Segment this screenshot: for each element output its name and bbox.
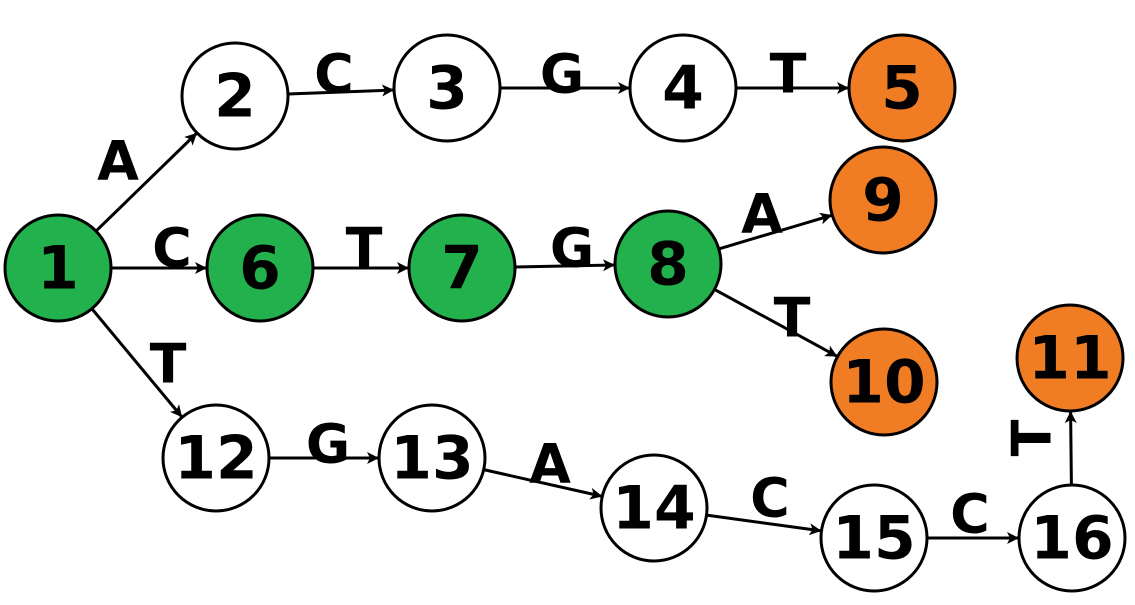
node-10: 10 [829,327,939,437]
node-circle [3,213,113,323]
edge-label: G [306,413,350,476]
node-label: 11 [1028,324,1112,394]
edge-label: G [550,217,594,280]
node-label: 4 [662,54,704,124]
edge-arrow [483,468,603,500]
node-2: 2 [180,41,290,151]
edge-arrow [90,307,183,418]
edge-arrow [514,259,616,272]
node-label: 10 [842,348,926,418]
edge-6-7: T [313,217,409,280]
node-label: 15 [832,504,916,574]
edge-label: A [741,183,783,246]
node-label: 3 [426,54,468,124]
node-12: 12 [161,403,271,513]
edge-arrow [287,84,395,97]
node-circle [161,403,271,513]
edge-label: T [1001,419,1064,456]
node-15: 15 [819,483,929,593]
edge-13-14: A [483,433,603,500]
edge-4-5: T [736,43,849,106]
node-circle [1015,303,1125,413]
edge-12-13: G [269,413,379,476]
edge-label: C [152,217,192,280]
node-circle [407,213,517,323]
node-circle [377,403,487,513]
edge-arrow [718,212,833,251]
node-4: 4 [628,33,738,143]
edge-1-12: T [90,307,187,418]
edge-label: A [529,433,571,496]
edge-8-10: T [713,287,838,358]
node-14: 14 [599,453,709,563]
edge-label: T [774,287,811,350]
node-label: 2 [214,62,256,132]
edge-label: C [750,467,790,530]
edge-label: G [540,43,584,106]
node-5: 5 [847,33,957,143]
node-circle [392,33,502,143]
edge-14-15: C [706,467,822,536]
node-circle [829,327,939,437]
node-label: 6 [239,234,281,304]
node-11: 11 [1015,303,1125,413]
node-3: 3 [392,33,502,143]
edge-1-6: C [111,217,207,280]
node-16: 16 [1017,483,1127,593]
node-label: 14 [612,474,696,544]
node-circle [180,41,290,151]
node-circle [599,453,709,563]
node-9: 9 [828,145,938,255]
edge-label: T [346,217,383,280]
node-label: 1 [37,234,79,304]
node-circle [819,483,929,593]
edge-arrow [1064,410,1077,486]
edge-1-2: A [94,130,198,233]
edge-label: T [150,333,187,396]
edge-arrow [713,288,838,358]
node-8: 8 [613,209,723,319]
edge-3-4: G [500,43,630,106]
node-circle [828,145,938,255]
node-label: 13 [390,424,474,494]
edge-label: C [314,43,354,106]
node-13: 13 [377,403,487,513]
node-circle [205,213,315,323]
node-label: 8 [647,230,689,300]
node-circle [613,209,723,319]
node-circle [847,33,957,143]
node-circle [1017,483,1127,593]
edge-arrow [94,132,198,233]
node-label: 16 [1030,504,1114,574]
edge-2-3: C [287,43,395,106]
edge-8-9: A [718,183,833,251]
node-6: 6 [205,213,315,323]
node-label: 7 [441,234,483,304]
edge-label: T [770,43,807,106]
node-label: 12 [174,424,258,494]
edge-15-16: C [927,483,1019,546]
edge-label: C [950,483,990,546]
node-7: 7 [407,213,517,323]
edge-16-11: T [1001,410,1077,486]
node-1: 1 [3,213,113,323]
edge-7-8: G [514,217,616,280]
node-label: 5 [881,54,923,124]
node-circle [628,33,738,143]
node-label: 9 [862,166,904,236]
edge-label: A [97,130,139,193]
edge-arrow [706,513,822,536]
